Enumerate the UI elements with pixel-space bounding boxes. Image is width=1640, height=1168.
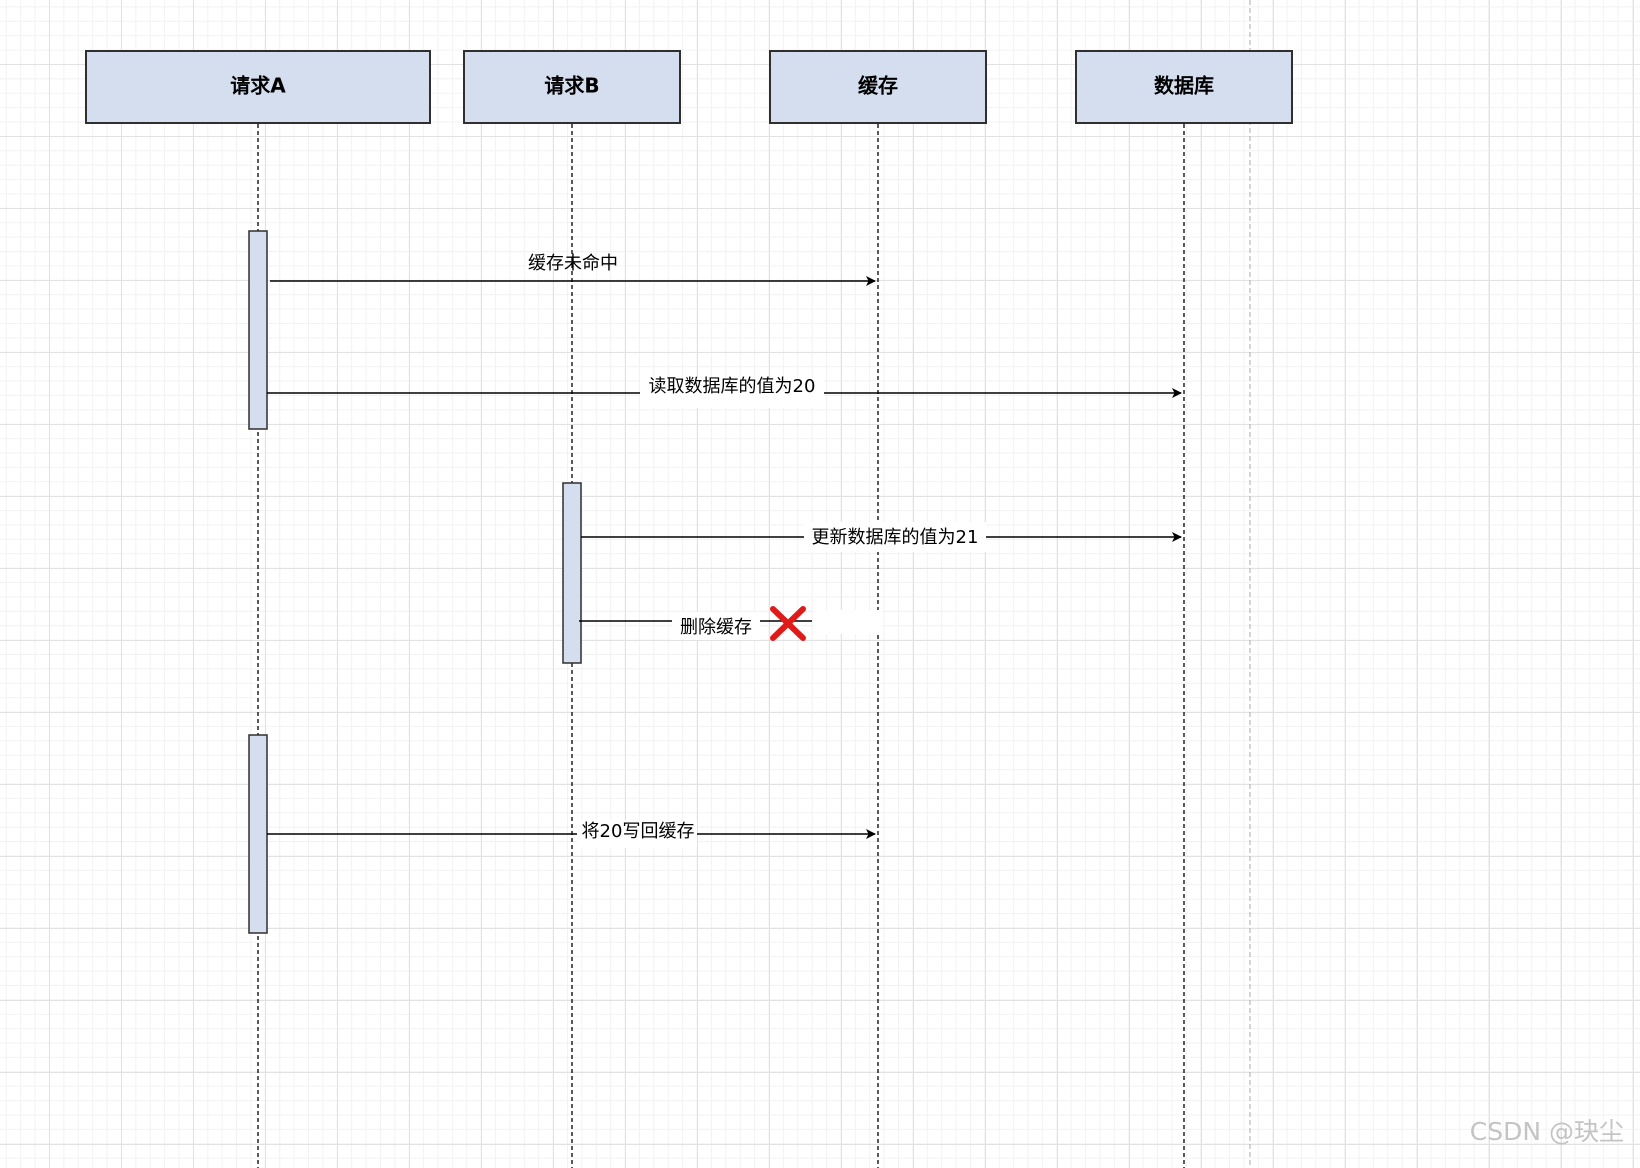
message-update-database[interactable]: 更新数据库的值为21 bbox=[581, 522, 1182, 552]
message-label: 将20写回缓存 bbox=[582, 821, 695, 842]
message-label: 删除缓存 bbox=[680, 617, 752, 638]
activation-bar-request-a-1 bbox=[248, 230, 268, 430]
message-read-database[interactable]: 读取数据库的值为20 bbox=[267, 376, 1182, 408]
participant-request-b[interactable]: 请求B bbox=[463, 50, 681, 124]
message-write-back-cache[interactable]: 将20写回缓存 bbox=[267, 820, 876, 848]
message-delete-cache-failed[interactable]: 删除缓存 bbox=[579, 606, 882, 641]
message-label: 更新数据库的值为21 bbox=[812, 527, 979, 548]
participant-label: 请求A bbox=[230, 74, 286, 98]
message-label: 读取数据库的值为20 bbox=[649, 376, 816, 397]
participant-label: 请求B bbox=[544, 74, 599, 98]
label-background bbox=[577, 820, 697, 848]
erased-arrow-area bbox=[814, 610, 882, 634]
participant-request-a[interactable]: 请求A bbox=[85, 50, 431, 124]
message-cache-miss[interactable]: 缓存未命中 bbox=[270, 253, 876, 286]
participant-label: 数据库 bbox=[1154, 74, 1214, 98]
label-background bbox=[804, 522, 986, 552]
participant-label: 缓存 bbox=[858, 74, 898, 98]
activation-bar-request-b bbox=[562, 482, 582, 664]
participant-cache[interactable]: 缓存 bbox=[769, 50, 987, 124]
label-background bbox=[640, 378, 824, 408]
participant-database[interactable]: 数据库 bbox=[1075, 50, 1293, 124]
activation-bar-request-a-2 bbox=[248, 734, 268, 934]
label-background bbox=[672, 612, 760, 640]
message-label: 缓存未命中 bbox=[528, 253, 618, 274]
cross-icon bbox=[770, 606, 806, 641]
watermark: CSDN @玦尘 bbox=[1470, 1117, 1624, 1146]
